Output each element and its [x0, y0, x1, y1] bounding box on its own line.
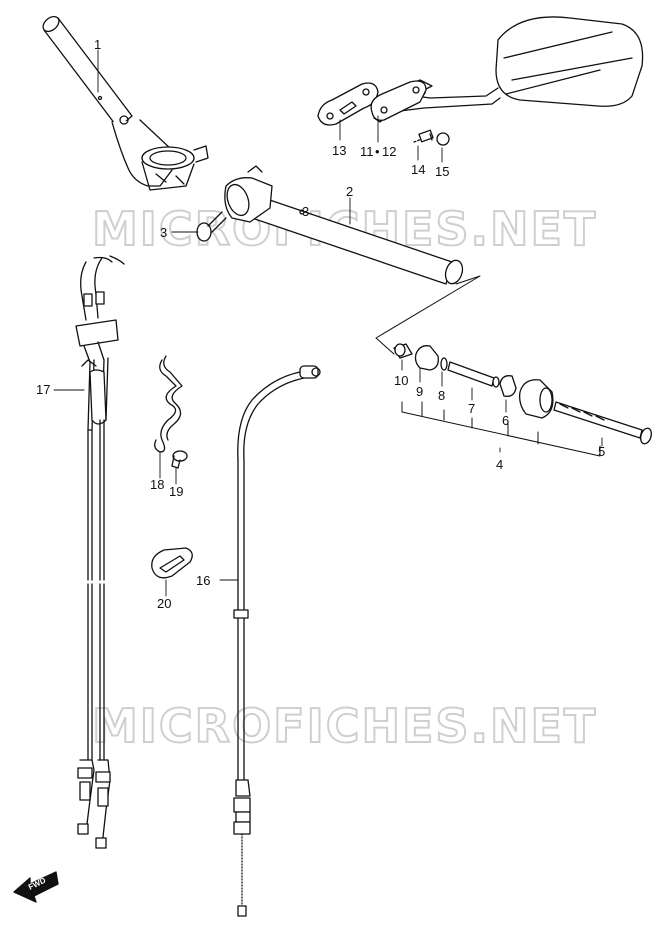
cable-guide [151, 547, 193, 579]
forward-arrow-icon [13, 871, 59, 903]
callout-18: 18 [150, 477, 164, 492]
clamp-screw [171, 450, 188, 469]
mirror-bolt [413, 129, 434, 143]
group-bracket [401, 401, 601, 457]
mirror-bracket [370, 80, 427, 121]
left-clip-on-handlebar [42, 15, 209, 191]
callout-8: 8 [438, 388, 445, 403]
callout-3-tube: 3 [302, 204, 309, 219]
callout-5: 5 [598, 444, 605, 459]
callout-6: 6 [502, 413, 509, 428]
mirror-gasket [317, 82, 379, 126]
mirror-assembly [373, 16, 644, 123]
callout-3-bolt: 3 [160, 225, 167, 240]
callout-15: 15 [435, 164, 449, 179]
watermark-bottom: MICROFICHES.NET [92, 699, 597, 753]
callout-20: 20 [157, 596, 171, 611]
leader-lines [53, 49, 603, 597]
mirror-cap [436, 132, 450, 146]
callout-16: 16 [196, 573, 210, 588]
separator-11-12: • [375, 144, 380, 159]
callout-14: 14 [411, 162, 425, 177]
callout-9: 9 [416, 384, 423, 399]
callout-7: 7 [468, 401, 475, 416]
callout-2: 2 [346, 184, 353, 199]
right-handlebar-tube [224, 165, 464, 285]
throttle-cables [75, 255, 125, 849]
assembly-leader [375, 275, 481, 355]
clutch-cable [233, 365, 321, 917]
callout-1: 1 [94, 37, 101, 52]
bar-end-assembly [393, 343, 653, 445]
callout-4: 4 [496, 457, 503, 472]
cable-clamp [154, 355, 183, 453]
callout-10: 10 [394, 373, 408, 388]
callout-19: 19 [169, 484, 183, 499]
callout-17: 17 [36, 382, 50, 397]
callout-13: 13 [332, 143, 346, 158]
callout-11: 11 [360, 144, 374, 159]
callout-12: 12 [382, 144, 396, 159]
